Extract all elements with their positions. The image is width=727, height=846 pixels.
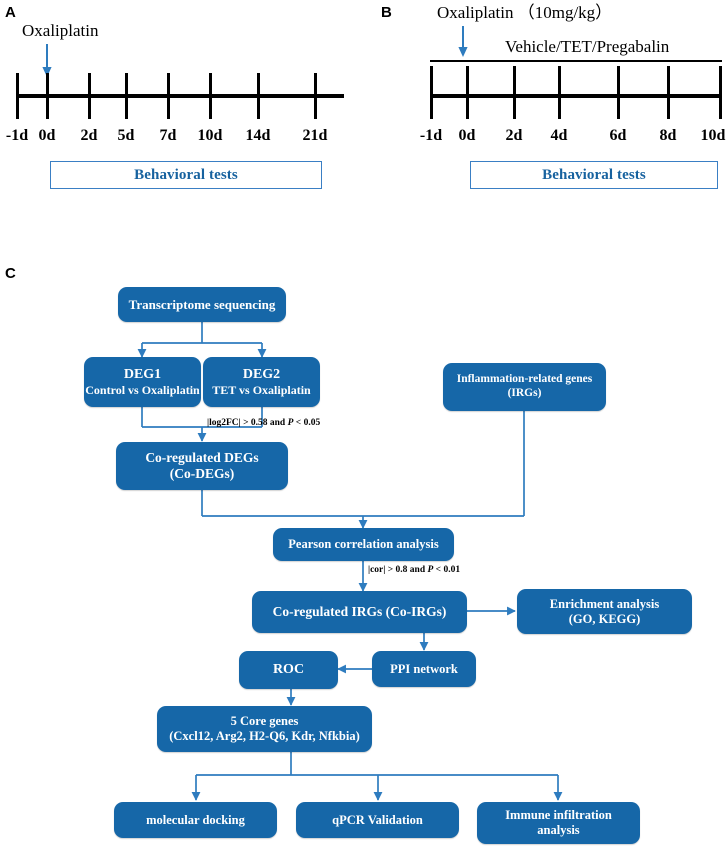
panel-b-tick-6 bbox=[719, 66, 722, 119]
panel-b-label-2: 2d bbox=[505, 127, 523, 144]
panel-a-tick-6 bbox=[257, 73, 260, 119]
node-roc-line1: ROC bbox=[272, 661, 305, 677]
edge-label-log2fc: |log2FC| > 0.58 and P < 0.05 bbox=[207, 418, 321, 429]
panel-b-axis bbox=[430, 94, 722, 98]
panel-b-tick-4 bbox=[617, 66, 620, 119]
node-deg2-line2: TET vs Oxaliplatin bbox=[212, 383, 311, 398]
node-co-degs-line2: (Co-DEGs) bbox=[169, 466, 235, 481]
node-ppi-network[interactable]: PPI network bbox=[372, 651, 476, 687]
node-deg2-line1: DEG2 bbox=[242, 366, 281, 382]
edge-label-cor: |cor| > 0.8 and P < 0.01 bbox=[368, 565, 461, 576]
panel-b-label-3: 4d bbox=[550, 127, 568, 144]
panel-b-treatment-bar bbox=[430, 60, 722, 62]
node-5-core-genes[interactable]: 5 Core genes (Cxcl12, Arg2, H2-Q6, Kdr, … bbox=[157, 706, 372, 752]
node-co-regulated-irgs[interactable]: Co-regulated IRGs (Co-IRGs) bbox=[252, 591, 467, 633]
panel-a-label-4: 7d bbox=[159, 127, 177, 144]
panel-a-behavioral-tests-label: Behavioral tests bbox=[134, 166, 238, 183]
node-transcriptome-sequencing[interactable]: Transcriptome sequencing bbox=[118, 287, 286, 322]
panel-a-label-6: 14d bbox=[245, 127, 271, 144]
panel-b-behavioral-tests-box: Behavioral tests bbox=[470, 161, 718, 189]
edge-label-log2fc-text: |log2FC| > 0.58 and P < 0.05 bbox=[207, 418, 321, 428]
node-qpcr-line1: qPCR Validation bbox=[332, 812, 423, 827]
panel-a-label-3: 5d bbox=[117, 127, 135, 144]
panel-b-label-6: 10d bbox=[700, 127, 726, 144]
panel-b-tick-3 bbox=[558, 66, 561, 119]
panel-b-treatment-label: Vehicle/TET/Pregabalin bbox=[505, 37, 670, 56]
edge-label-cor-text: |cor| > 0.8 and P < 0.01 bbox=[368, 565, 461, 575]
node-docking-line1: molecular docking bbox=[146, 812, 245, 827]
node-irgs-line1: Inflammation-related genes bbox=[456, 373, 593, 386]
panel-b-label-4: 6d bbox=[609, 127, 627, 144]
panel-a-behavioral-tests-box: Behavioral tests bbox=[50, 161, 322, 189]
node-irgs-line2: (IRGs) bbox=[507, 387, 542, 399]
panel-a-label-1: 0d bbox=[38, 127, 56, 144]
panel-b-label-5: 8d bbox=[659, 127, 677, 144]
panel-b-label-0: -1d bbox=[419, 127, 443, 144]
panel-b-drug-label: Oxaliplatin （10mg/kg） bbox=[437, 3, 613, 22]
node-deg1-line1: DEG1 bbox=[123, 366, 162, 382]
node-deg2[interactable]: DEG2 TET vs Oxaliplatin bbox=[203, 357, 320, 407]
node-pearson-correlation-analysis[interactable]: Pearson correlation analysis bbox=[273, 528, 454, 561]
node-co-degs-line1: Co-regulated DEGs bbox=[145, 450, 259, 466]
panel-a-label-5: 10d bbox=[197, 127, 223, 144]
panel-a-tick-5 bbox=[209, 73, 212, 119]
panel-letter-c: C bbox=[5, 265, 16, 282]
node-pearson-line1: Pearson correlation analysis bbox=[288, 537, 439, 552]
panel-b-tick-5 bbox=[667, 66, 670, 119]
panel-b-behavioral-tests-label: Behavioral tests bbox=[542, 166, 646, 183]
panel-b-tick-1 bbox=[466, 66, 469, 119]
panel-a-injection-arrow bbox=[42, 44, 52, 77]
panel-b-tick-2 bbox=[513, 66, 516, 119]
node-deg1[interactable]: DEG1 Control vs Oxaliplatin bbox=[84, 357, 201, 407]
panel-letter-a: A bbox=[5, 4, 16, 21]
panel-letter-b: B bbox=[381, 4, 392, 21]
node-co-regulated-degs[interactable]: Co-regulated DEGs (Co-DEGs) bbox=[116, 442, 288, 490]
node-roc[interactable]: ROC bbox=[239, 651, 338, 689]
panel-a-tick-3 bbox=[125, 73, 128, 119]
panel-b-tick-0 bbox=[430, 66, 433, 119]
panel-a-tick-1 bbox=[46, 73, 49, 119]
node-core-genes-line1: 5 Core genes bbox=[230, 714, 299, 729]
panel-a-label-0: -1d bbox=[5, 127, 29, 144]
panel-a-label-2: 2d bbox=[80, 127, 98, 144]
panel-a-tick-2 bbox=[88, 73, 91, 119]
panel-a-tick-7 bbox=[314, 73, 317, 119]
node-molecular-docking[interactable]: molecular docking bbox=[114, 802, 277, 838]
node-co-irgs-line1: Co-regulated IRGs (Co-IRGs) bbox=[272, 604, 447, 620]
node-deg1-line2: Control vs Oxaliplatin bbox=[85, 383, 200, 398]
panel-a-tick-4 bbox=[167, 73, 170, 119]
node-inflammation-related-genes[interactable]: Inflammation-related genes (IRGs) bbox=[443, 363, 606, 411]
panel-a-axis bbox=[16, 94, 344, 98]
panel-a-label-7: 21d bbox=[302, 127, 328, 144]
node-immune-line2: analysis bbox=[537, 823, 580, 837]
node-enrichment-line1: Enrichment analysis bbox=[549, 596, 660, 611]
panel-b-injection-arrow bbox=[458, 26, 468, 57]
node-immune-infiltration-analysis[interactable]: Immune infiltration analysis bbox=[477, 802, 640, 844]
node-ppi-line1: PPI network bbox=[390, 661, 458, 676]
node-enrichment-analysis[interactable]: Enrichment analysis (GO, KEGG) bbox=[517, 589, 692, 634]
node-qpcr-validation[interactable]: qPCR Validation bbox=[296, 802, 459, 838]
panel-a-drug-label: Oxaliplatin bbox=[22, 21, 99, 40]
panel-b-label-1: 0d bbox=[458, 127, 476, 144]
node-core-genes-line2: (Cxcl12, Arg2, H2-Q6, Kdr, Nfkbia) bbox=[169, 729, 360, 743]
panel-a-tick-0 bbox=[16, 73, 19, 119]
node-immune-line1: Immune infiltration bbox=[505, 808, 612, 823]
node-transcriptome-sequencing-line1: Transcriptome sequencing bbox=[128, 296, 276, 312]
node-enrichment-line2: (GO, KEGG) bbox=[568, 611, 641, 626]
